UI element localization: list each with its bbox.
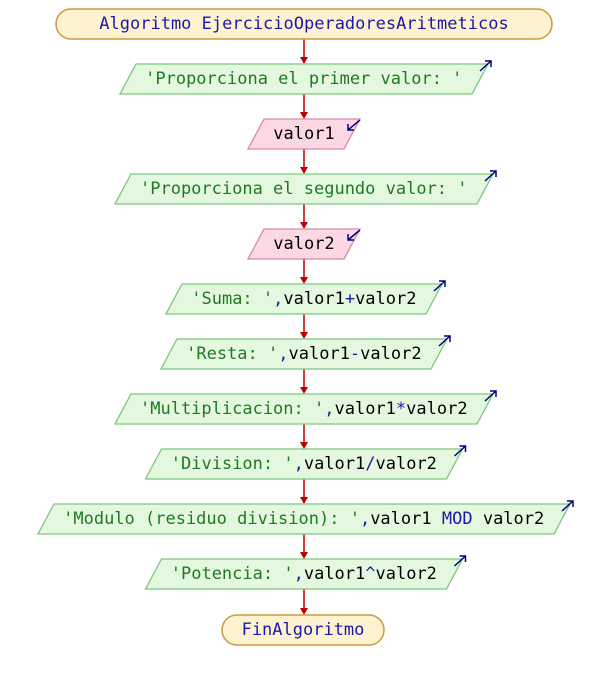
start-terminal: Algoritmo EjercicioOperadoresAritmeticos	[55, 8, 553, 40]
output-arrow-icon	[433, 280, 446, 292]
output-step: 'Multiplicacion: ',valor1*valor2	[113, 390, 497, 425]
end-terminal-label: FinAlgoritmo	[242, 620, 365, 640]
step-label-part: valor1	[273, 124, 334, 144]
flow-connector	[300, 94, 308, 119]
step-label-part: 'Division: '	[171, 454, 294, 474]
step-label-part: MOD	[442, 509, 473, 529]
output-step: 'Proporciona el segundo valor: '	[113, 170, 497, 205]
output-parallelogram	[164, 283, 444, 315]
input-arrow-icon	[347, 229, 361, 241]
flow-connector	[300, 149, 308, 174]
output-step: 'Modulo (residuo division): ',valor1 MOD…	[36, 500, 574, 535]
step-label-part	[432, 509, 442, 529]
output-parallelogram	[144, 558, 464, 590]
step-label-part: ^	[365, 564, 375, 584]
output-parallelogram	[118, 63, 490, 95]
step-label-part: ,	[278, 344, 288, 364]
output-step: 'Proporciona el primer valor: '	[118, 60, 492, 95]
step-label-part: 'Potencia: '	[171, 564, 294, 584]
output-parallelogram	[36, 503, 572, 535]
output-parallelogram	[113, 393, 495, 425]
step-label-part: valor2	[406, 399, 467, 419]
step-label: 'Division: ',valor1/valor2	[171, 454, 437, 474]
flow-connector	[300, 589, 308, 615]
step-label: valor2	[273, 234, 334, 254]
flow-connector	[300, 314, 308, 339]
step-label-part: valor1	[334, 399, 395, 419]
step-label-part: *	[396, 399, 406, 419]
flow-steps: 'Proporciona el primer valor: ' valor1 'Pr…	[36, 60, 574, 590]
output-arrow-icon	[453, 445, 467, 457]
step-label: 'Modulo (residuo division): ',valor1 MOD…	[63, 509, 544, 529]
output-step: 'Suma: ',valor1+valor2	[164, 280, 446, 315]
output-arrow-icon	[484, 390, 497, 402]
end-terminal: FinAlgoritmo	[221, 614, 385, 646]
input-parallelogram	[246, 228, 362, 260]
step-label-part: 'Suma: '	[191, 289, 273, 309]
start-terminal-label: Algoritmo EjercicioOperadoresAritmeticos	[99, 14, 508, 34]
step-label-part: ,	[273, 289, 283, 309]
input-arrow-icon	[347, 119, 361, 131]
step-label: 'Proporciona el segundo valor: '	[140, 179, 468, 199]
step-label: 'Resta: ',valor1-valor2	[186, 344, 421, 364]
flow-connector	[300, 479, 308, 504]
step-label-part: valor2	[376, 454, 437, 474]
step-label: 'Potencia: ',valor1^valor2	[171, 564, 437, 584]
step-label: 'Proporciona el primer valor: '	[145, 69, 462, 89]
output-parallelogram	[144, 448, 464, 480]
step-label-part: valor1	[304, 564, 365, 584]
step-label-part: 'Proporciona el segundo valor: '	[140, 179, 468, 199]
output-arrow-icon	[561, 500, 574, 512]
flow-connector	[300, 369, 308, 394]
step-label-part: ,	[324, 399, 334, 419]
output-step: 'Potencia: ',valor1^valor2	[144, 555, 467, 590]
step-label-part: valor1	[283, 289, 344, 309]
input-parallelogram	[246, 118, 362, 150]
output-arrow-icon	[479, 60, 492, 72]
step-label: valor1	[273, 124, 334, 144]
flow-connector	[300, 424, 308, 449]
flow-connector	[300, 534, 308, 559]
output-step: 'Resta: ',valor1-valor2	[159, 335, 451, 370]
step-label-part: valor2	[273, 234, 334, 254]
step-label-part: -	[350, 344, 360, 364]
step-label-part: ,	[360, 509, 370, 529]
step-label-part: valor1	[289, 344, 350, 364]
step-label-part	[473, 509, 483, 529]
step-label-part: ,	[294, 454, 304, 474]
step-label-part: 'Proporciona el primer valor: '	[145, 69, 462, 89]
step-label: 'Multiplicacion: ',valor1*valor2	[140, 399, 468, 419]
output-arrow-icon	[484, 170, 497, 182]
output-step: 'Division: ',valor1/valor2	[144, 445, 467, 480]
step-label: 'Suma: ',valor1+valor2	[191, 289, 416, 309]
output-arrow-icon	[453, 555, 467, 567]
end-terminal-box	[221, 614, 385, 646]
step-label-part: 'Modulo (residuo division): '	[63, 509, 360, 529]
start-terminal-box	[55, 8, 553, 40]
flow-connector	[300, 204, 308, 229]
step-label-part: valor2	[360, 344, 421, 364]
flow-connectors	[300, 39, 308, 615]
input-step: valor2	[246, 228, 362, 260]
step-label-part: valor1	[370, 509, 431, 529]
output-parallelogram	[159, 338, 449, 370]
output-arrow-icon	[438, 335, 451, 347]
step-label-part: 'Multiplicacion: '	[140, 399, 324, 419]
output-parallelogram	[113, 173, 495, 205]
step-label-part: valor1	[304, 454, 365, 474]
step-label-part: valor2	[355, 289, 416, 309]
input-step: valor1	[246, 118, 362, 150]
step-label-part: valor2	[483, 509, 544, 529]
step-label-part: 'Resta: '	[186, 344, 278, 364]
step-label-part: ,	[294, 564, 304, 584]
flow-connector	[300, 259, 308, 284]
step-label-part: valor2	[376, 564, 437, 584]
step-label-part: /	[365, 454, 375, 474]
flow-connector	[300, 39, 308, 64]
step-label-part: +	[345, 289, 355, 309]
